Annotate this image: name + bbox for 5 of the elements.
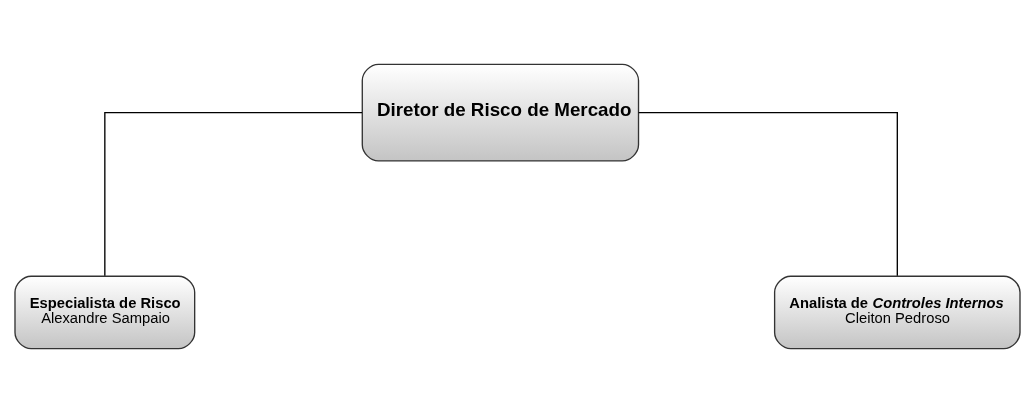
connector bbox=[638, 111, 898, 276]
node-box: Analista de Controles Internos Cleiton Pedroso bbox=[773, 275, 1021, 349]
connector bbox=[104, 111, 363, 276]
node-box: Especialista de Risco Alexandre Sampaio bbox=[14, 275, 196, 349]
node-box: Diretor de Risco de Mercado bbox=[361, 63, 640, 162]
